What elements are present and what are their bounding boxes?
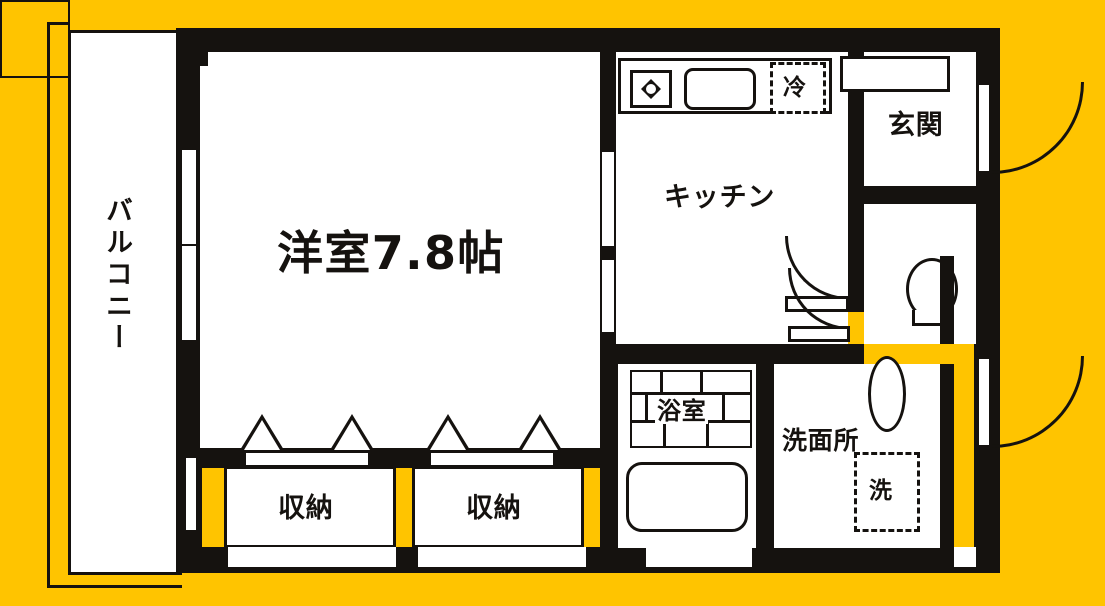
kitchen-right-wall-lower: [848, 212, 864, 312]
kitchen-sink-icon: [684, 68, 756, 110]
closet-1-open-mark-a-inner: [244, 420, 280, 450]
closet-1-open-mark-b-inner: [334, 420, 370, 450]
closet-2-open-mark-b-inner: [522, 420, 558, 450]
kitchen-right-wall: [848, 52, 864, 212]
bathroom-label: 浴室: [655, 397, 709, 425]
refrigerator-label: 冷: [783, 75, 807, 101]
bathroom-tile-wall: [630, 370, 752, 448]
balcony-floor: [68, 30, 182, 575]
kitchen-label: キッチン: [664, 182, 776, 213]
living-room-floor: [200, 52, 612, 452]
entrance-label: 玄関: [888, 110, 944, 141]
bathtub-icon: [626, 462, 748, 532]
stove-burner-center-icon: [646, 84, 656, 94]
wall-jog-topleft: [176, 52, 208, 66]
bathroom-left-wall: [600, 364, 618, 560]
bath-door-leaf[interactable]: [788, 326, 850, 342]
tile-line-v1: [660, 370, 663, 392]
tile-line-v5: [663, 420, 666, 448]
balcony-rail-bottom: [68, 572, 182, 575]
exterior-wall-top: [176, 28, 1000, 54]
closet-1[interactable]: [224, 466, 396, 548]
tile-line-v4: [722, 392, 725, 420]
balcony-outer-rail-bottom: [47, 585, 182, 588]
balcony-outer-rail-top: [47, 22, 69, 25]
service-door-leaf[interactable]: [976, 356, 992, 448]
balcony-slider-upper[interactable]: [180, 148, 198, 246]
entrance-bottom-wall: [862, 186, 976, 204]
closet-2[interactable]: [412, 466, 584, 548]
partition-wall-center: [600, 52, 618, 152]
living-window-left: [184, 456, 198, 532]
refrigerator-space: [770, 62, 826, 114]
tile-line-v3: [645, 392, 648, 420]
entrance-door-swing-arc: [992, 82, 1084, 174]
washer-label: 洗: [869, 478, 893, 504]
washroom-label: 洗面所: [782, 426, 860, 455]
balcony-label: バルコニー: [101, 196, 132, 356]
living-room-label: 洋室7.8帖: [277, 226, 505, 280]
balcony-rail-top: [68, 30, 182, 33]
service-door-swing-arc: [992, 356, 1084, 448]
closet-2-open-mark-a-inner: [430, 420, 466, 450]
bottom-window-2: [418, 547, 586, 567]
closet-1-label: 収納: [278, 493, 334, 524]
bottom-window-4: [954, 547, 976, 567]
bottom-window-3: [646, 547, 752, 567]
vanity-basin-icon: [868, 356, 906, 432]
living-slider-upper[interactable]: [600, 150, 616, 248]
washer-space: [854, 452, 920, 532]
balcony-rail-left: [68, 30, 71, 575]
bottom-window-1: [228, 547, 396, 567]
tile-line-v6: [706, 420, 709, 448]
vanity-counter: [0, 0, 70, 78]
tile-line-v2: [700, 370, 703, 392]
entrance-door-leaf[interactable]: [976, 82, 992, 174]
tile-line-h1: [630, 392, 752, 395]
living-slider-lower[interactable]: [600, 258, 616, 334]
toilet-right-wall: [940, 256, 954, 344]
bathroom-right-wall: [756, 364, 774, 560]
balcony-outer-rail: [47, 22, 50, 588]
kitchen-bottom-wall: [600, 344, 864, 364]
closet-2-label: 収納: [466, 493, 522, 524]
shoe-cabinet-icon: [840, 56, 950, 92]
partition-wall-center-mid: [600, 246, 618, 260]
washroom-right-wall: [940, 364, 954, 548]
balcony-slider-lower[interactable]: [180, 244, 198, 342]
